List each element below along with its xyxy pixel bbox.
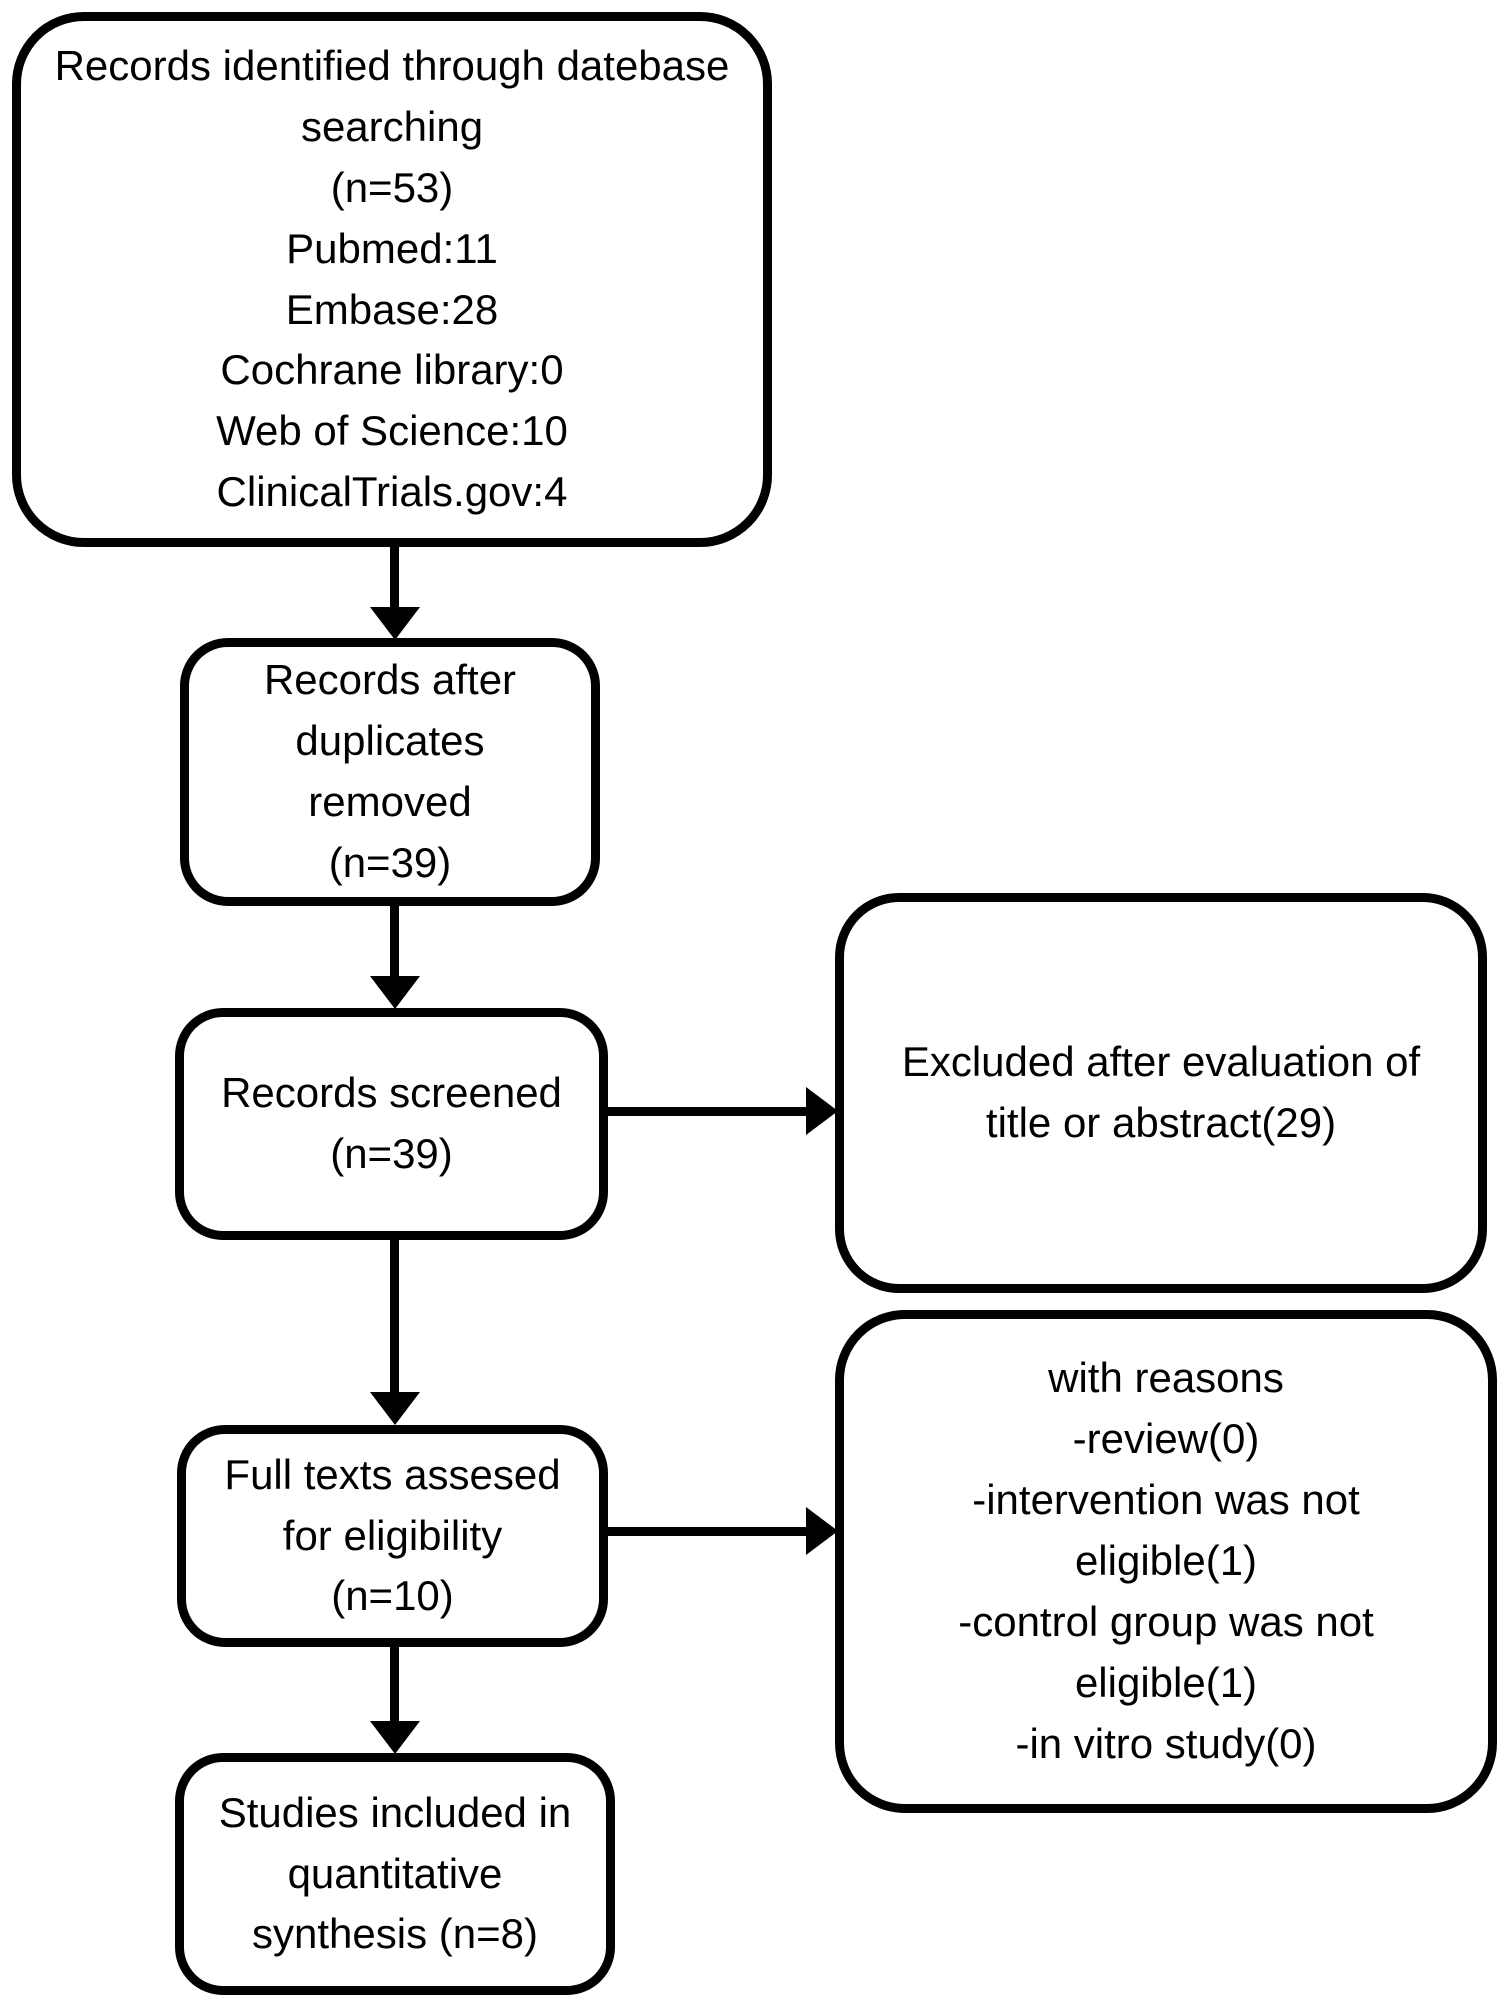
box-records-identified: Records identified through datebase sear… [12, 12, 772, 547]
arrow-duplicates-to-screened-head-icon [370, 976, 420, 1009]
box-duplicates-removed: Records after duplicates removed (n=39) [180, 638, 600, 906]
arrow-fulltext-to-reasons-head-icon [806, 1507, 838, 1555]
arrow-fulltext-to-reasons-line [604, 1527, 814, 1536]
box-records-screened-text: Records screened (n=39) [221, 1069, 562, 1177]
box-duplicates-removed-text: Records after duplicates removed (n=39) [263, 656, 517, 886]
box-excluded-title-abstract: Excluded after evaluation of title or ab… [835, 893, 1487, 1293]
box-records-screened: Records screened (n=39) [175, 1008, 608, 1240]
arrow-screened-to-fulltext-head-icon [370, 1392, 420, 1425]
arrow-identified-to-duplicates-line [390, 543, 399, 613]
box-exclusion-reasons: with reasons -review(0) -intervention wa… [835, 1310, 1497, 1813]
box-fulltext-assessed-text: Full texts assesed for eligibility (n=10… [224, 1450, 561, 1620]
arrow-screened-to-excluded-head-icon [806, 1087, 838, 1135]
box-studies-included-text: Studies included in quantitative synthes… [218, 1788, 572, 1958]
arrow-screened-to-fulltext-line [390, 1236, 399, 1394]
box-studies-included: Studies included in quantitative synthes… [175, 1753, 615, 1995]
box-exclusion-reasons-text: with reasons -review(0) -intervention wa… [958, 1354, 1374, 1767]
arrow-duplicates-to-screened-line [390, 902, 399, 980]
arrow-fulltext-to-included-line [390, 1643, 399, 1725]
box-fulltext-assessed: Full texts assesed for eligibility (n=10… [177, 1425, 608, 1647]
arrow-identified-to-duplicates-head-icon [370, 607, 420, 640]
arrow-fulltext-to-included-head-icon [370, 1721, 420, 1754]
box-excluded-title-abstract-text: Excluded after evaluation of title or ab… [901, 1038, 1421, 1146]
arrow-screened-to-excluded-line [604, 1107, 814, 1116]
box-records-identified-text: Records identified through datebase sear… [54, 41, 730, 516]
